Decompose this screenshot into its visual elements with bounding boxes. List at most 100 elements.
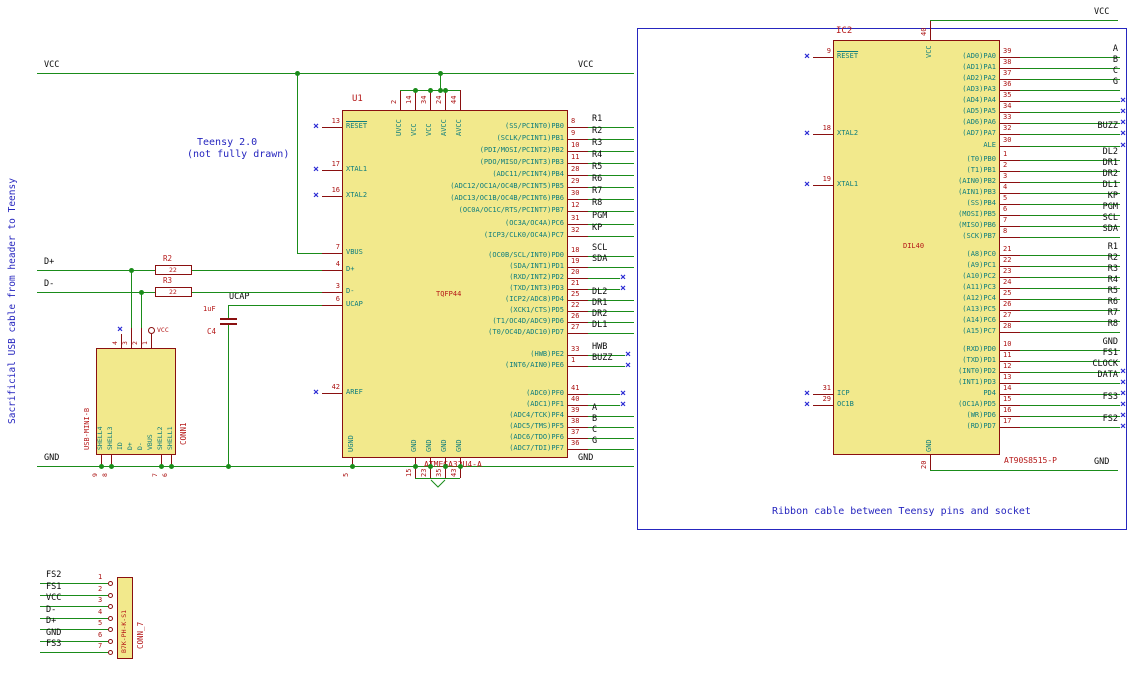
pin-number: 6 [161, 473, 169, 477]
pin-number: 7 [335, 243, 340, 251]
pin-number: 28 [1003, 322, 1012, 330]
net-label: C [1112, 66, 1118, 76]
pin-number: 33 [1003, 113, 1012, 121]
pin-name: (SS)PB4 [966, 199, 996, 207]
no-connect-icon: × [804, 399, 811, 410]
pin-name: (ADC4/TCK)PF4 [509, 411, 564, 419]
wire [40, 618, 108, 619]
net-label: D- [44, 279, 55, 289]
pin-number: 37 [571, 428, 580, 436]
pin-number: 1 [571, 356, 576, 364]
pin [111, 455, 112, 466]
pin-name: (PDO/MISO/PCINT3)PB3 [479, 158, 564, 166]
net-label: FS2 [1102, 414, 1118, 424]
pin-name: GND [425, 439, 433, 452]
pin-name: (ADC1)PF1 [526, 400, 564, 408]
junction-dot [413, 464, 418, 469]
net-label: R6 [592, 174, 603, 184]
wire [588, 127, 634, 128]
wire [40, 595, 108, 596]
pin-name: (AD7)PA7 [962, 129, 996, 137]
pin-number: 32 [571, 226, 580, 234]
wire [1020, 146, 1120, 147]
net-label: DL1 [592, 320, 608, 330]
wire [37, 270, 155, 271]
wire [1020, 321, 1120, 322]
pin-name: (OC1A)PD5 [958, 400, 996, 408]
pin-number: 28 [571, 165, 580, 173]
pin-name: XTAL1 [346, 165, 368, 173]
pin [1000, 204, 1020, 205]
net-label: KP [1107, 191, 1118, 201]
net-label: SDA [1102, 224, 1118, 234]
no-connect-icon: × [117, 324, 124, 335]
no-connect-icon: × [1120, 106, 1127, 117]
pin-name: XTAL2 [837, 129, 859, 137]
wire [1020, 383, 1120, 384]
pin-number: 9 [571, 129, 576, 137]
wire [588, 405, 620, 406]
pin-name: (AD3)PA3 [962, 85, 996, 93]
pin-number: 30 [571, 189, 580, 197]
pin [568, 322, 588, 323]
pin-name: (HWB)PE2 [530, 350, 564, 358]
wire [1020, 416, 1120, 417]
pin-name: (T0)PB0 [966, 155, 996, 163]
pin-name: VCC [425, 123, 433, 136]
pin [568, 224, 588, 225]
ic2-body [833, 40, 1000, 455]
pin-number: 7 [1003, 216, 1008, 224]
pin-number: 5 [342, 472, 350, 477]
net-label: PGM [1102, 202, 1118, 212]
pin [1000, 288, 1020, 289]
pin-name: (ADC11/PCINT4)PB4 [492, 170, 564, 178]
wire [192, 292, 322, 293]
pin-number: 1 [98, 573, 103, 581]
pin [1000, 361, 1020, 362]
u1-value: ATMEGA32U4-A [424, 460, 482, 469]
pin-number: 26 [1003, 300, 1012, 308]
pin-name: (MOSI)PB5 [958, 210, 996, 218]
wire [37, 292, 155, 293]
pin-number: 27 [571, 323, 580, 331]
junction-dot [438, 88, 443, 93]
pin-number: 9 [91, 473, 99, 477]
no-connect-icon: × [313, 121, 320, 132]
wire [40, 641, 108, 642]
pin [151, 334, 152, 348]
pin [568, 311, 588, 312]
pin-number: 11 [571, 153, 580, 161]
pin-name: (SDA/INT1)PD1 [509, 262, 564, 270]
net-label: R1 [1107, 242, 1118, 252]
no-connect-icon: × [620, 283, 627, 294]
junction-dot [159, 464, 164, 469]
pin-name: (AD4)PA4 [962, 96, 996, 104]
wire [1020, 182, 1120, 183]
no-connect-icon: × [1120, 377, 1127, 388]
wire [1020, 160, 1120, 161]
pin-name: (A8)PC0 [966, 250, 996, 258]
resistor-value: 22 [169, 266, 177, 274]
pin-number: 3 [98, 596, 103, 604]
pin-name: (A14)PC6 [962, 316, 996, 324]
pin-name: VCC [410, 123, 418, 136]
junction-dot [438, 71, 443, 76]
pin-number: 36 [571, 439, 580, 447]
pin-name: (ADC6/TDO)PF6 [509, 433, 564, 441]
pin-number: 1 [141, 341, 149, 345]
pin-number: 29 [571, 177, 580, 185]
capacitor-plate [220, 323, 237, 325]
pin [1000, 90, 1020, 91]
no-connect-icon: × [625, 360, 632, 371]
pin-number: 40 [920, 27, 928, 36]
wire [588, 224, 634, 225]
net-label: R2 [1107, 253, 1118, 263]
pin [1000, 394, 1020, 395]
conn7-value: B7K-PH-K-S1 [120, 609, 128, 653]
net-label: FS3 [46, 639, 62, 649]
pin [568, 355, 588, 356]
pin-name: GND [925, 439, 933, 452]
wire [588, 151, 634, 152]
pin-number: 34 [420, 95, 428, 104]
pin-number: 14 [1003, 384, 1012, 392]
